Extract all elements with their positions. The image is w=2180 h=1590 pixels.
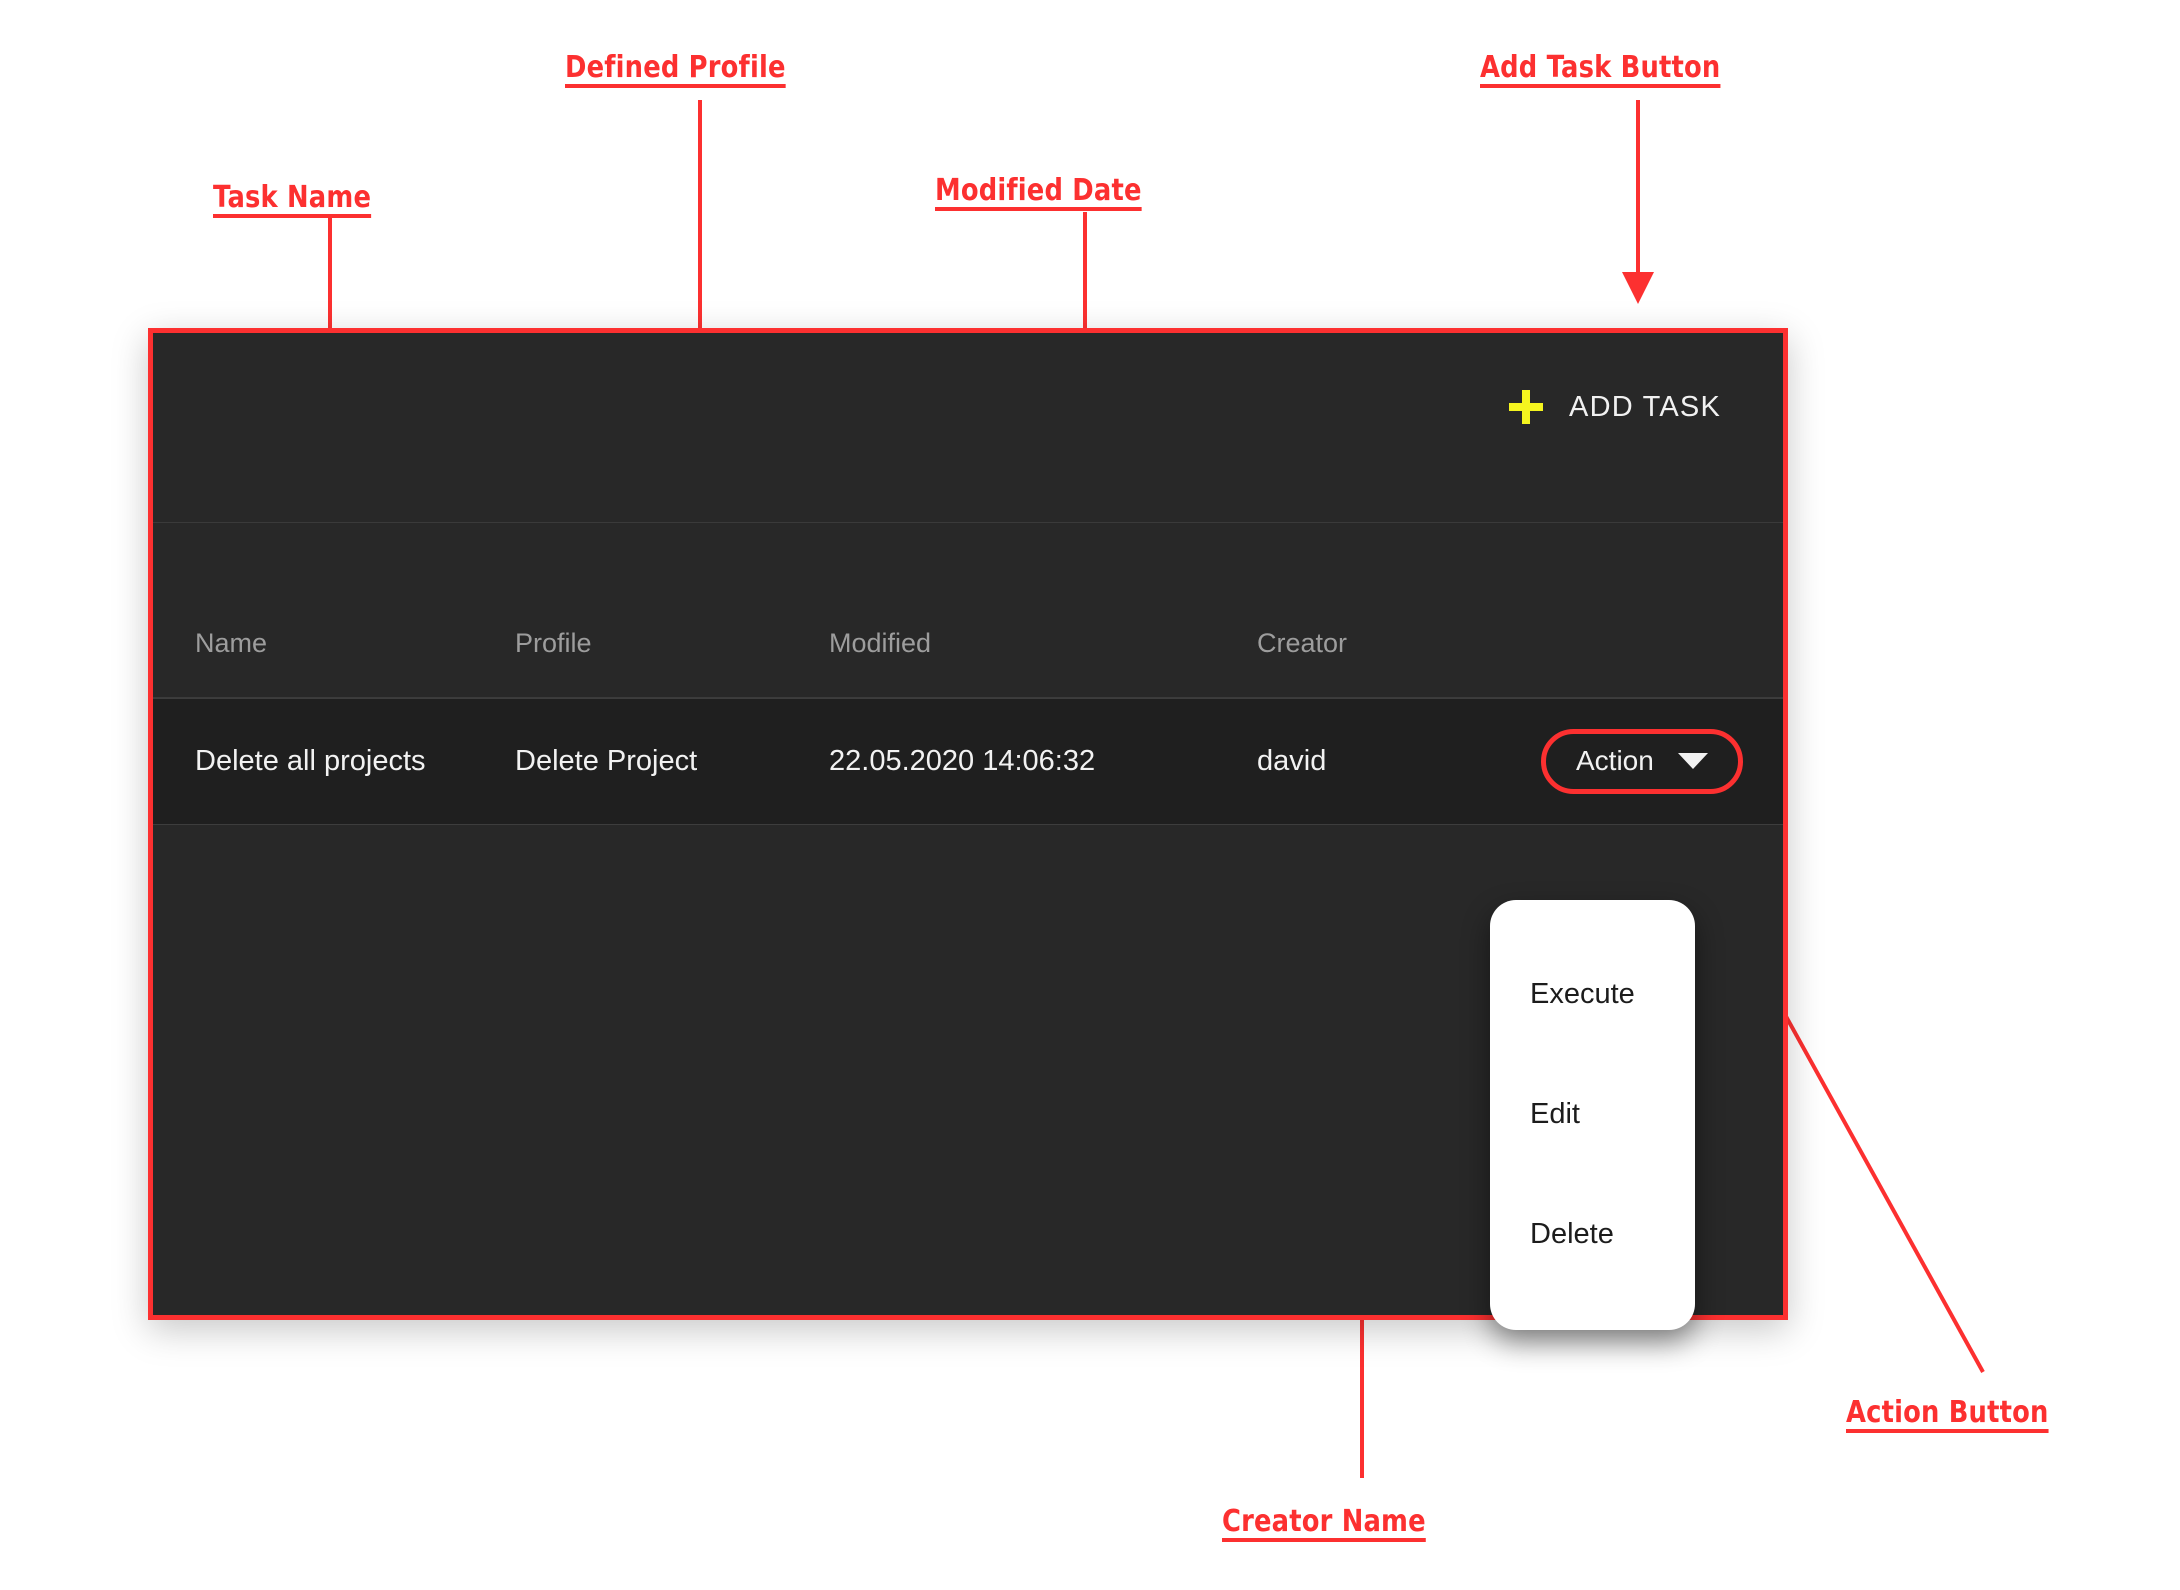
cell-modified-date: 22.05.2020 14:06:32 xyxy=(829,745,1096,777)
cell-profile: Delete Project xyxy=(515,745,698,777)
task-manager-panel: ADD TASK Name Profile Modified Creator D… xyxy=(148,328,1788,1330)
annotation-label-add-task-button: Add Task Button xyxy=(1480,50,1721,85)
menu-item-edit[interactable]: Edit xyxy=(1530,1098,1580,1130)
column-header-modified[interactable]: Modified xyxy=(829,628,932,658)
action-dropdown-menu: Execute Edit Delete xyxy=(1490,900,1695,1330)
action-button[interactable]: Action xyxy=(1541,729,1743,794)
menu-item-execute[interactable]: Execute xyxy=(1530,978,1635,1010)
cell-creator: david xyxy=(1257,745,1327,777)
tasks-table: Name Profile Modified Creator Delete all… xyxy=(153,523,1783,825)
chevron-down-icon xyxy=(1677,753,1708,769)
annotation-label-action-button: Action Button xyxy=(1846,1395,2049,1430)
column-header-profile[interactable]: Profile xyxy=(515,628,592,658)
table-row[interactable]: Delete all projects Delete Project 22.05… xyxy=(153,698,1783,825)
add-task-button[interactable]: ADD TASK xyxy=(1505,384,1725,430)
annotation-label-defined-profile: Defined Profile xyxy=(565,50,786,85)
table-header-row: Name Profile Modified Creator xyxy=(153,523,1783,698)
menu-item-delete[interactable]: Delete xyxy=(1530,1218,1614,1250)
action-button-label: Action xyxy=(1576,745,1654,776)
plus-icon xyxy=(1509,390,1544,424)
cell-action: Action xyxy=(1541,729,1783,794)
column-header-name[interactable]: Name xyxy=(195,628,268,658)
annotation-label-task-name: Task Name xyxy=(213,180,372,215)
add-task-label: ADD TASK xyxy=(1569,390,1721,423)
cell-task-name: Delete all projects xyxy=(195,745,426,777)
toolbar: ADD TASK xyxy=(153,333,1783,523)
annotation-label-creator-name: Creator Name xyxy=(1222,1504,1426,1539)
annotation-label-modified-date: Modified Date xyxy=(935,173,1142,208)
column-header-creator[interactable]: Creator xyxy=(1257,628,1348,658)
